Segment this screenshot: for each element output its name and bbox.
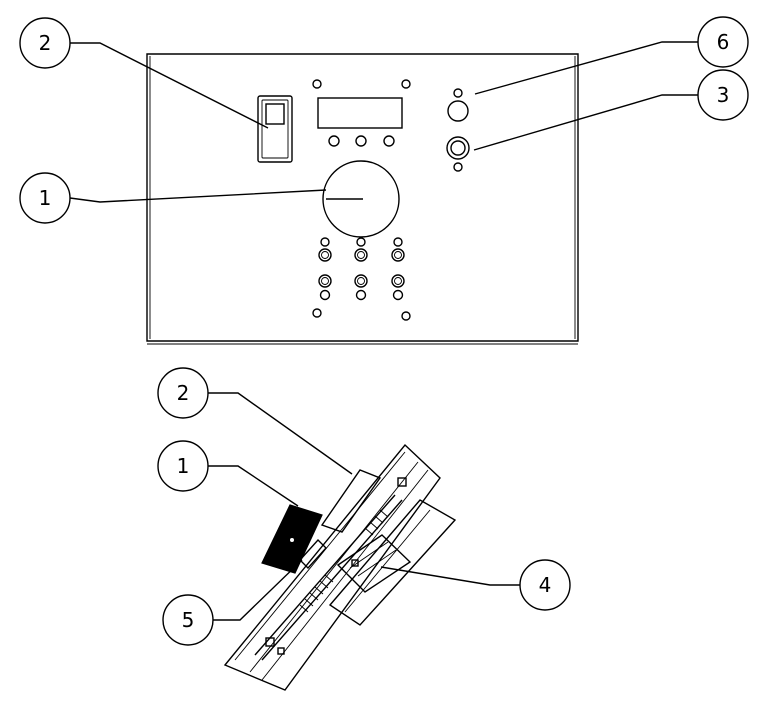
chassis-block xyxy=(328,499,457,626)
rail-teeth xyxy=(299,509,389,613)
indicator-lamp xyxy=(447,88,469,122)
callout-front-2: 2 xyxy=(19,17,71,69)
main-knob xyxy=(322,160,400,238)
callout-label: 6 xyxy=(717,30,730,54)
hardware-details xyxy=(265,477,407,655)
rocker-switch xyxy=(257,95,293,163)
callout-label: 2 xyxy=(177,381,190,405)
callout-front-3: 3 xyxy=(697,69,749,121)
display-buttons xyxy=(328,135,395,147)
mounting-holes xyxy=(312,79,411,321)
push-button xyxy=(446,136,470,172)
callout-side-1: 1 xyxy=(157,440,209,492)
callout-label: 2 xyxy=(39,31,52,55)
shaft-part xyxy=(299,538,327,570)
callout-front-6: 6 xyxy=(697,16,749,68)
side-view-assembly xyxy=(223,443,457,691)
panel-outline xyxy=(146,53,579,342)
callout-side-4: 4 xyxy=(519,559,571,611)
leader-lines xyxy=(69,41,698,621)
panel-side-body xyxy=(223,443,441,691)
front-panel-view xyxy=(146,53,579,345)
callout-side-2: 2 xyxy=(157,367,209,419)
callout-label: 4 xyxy=(539,573,552,597)
callout-label: 1 xyxy=(177,454,190,478)
pcb-module xyxy=(336,534,412,593)
callout-label: 3 xyxy=(717,83,730,107)
control-grid xyxy=(318,237,405,301)
callout-front-1: 1 xyxy=(19,172,71,224)
switch-side xyxy=(320,469,382,533)
callout-side-5: 5 xyxy=(162,594,214,646)
display-window xyxy=(317,97,403,129)
callout-label: 1 xyxy=(39,186,52,210)
callout-label: 5 xyxy=(182,608,195,632)
